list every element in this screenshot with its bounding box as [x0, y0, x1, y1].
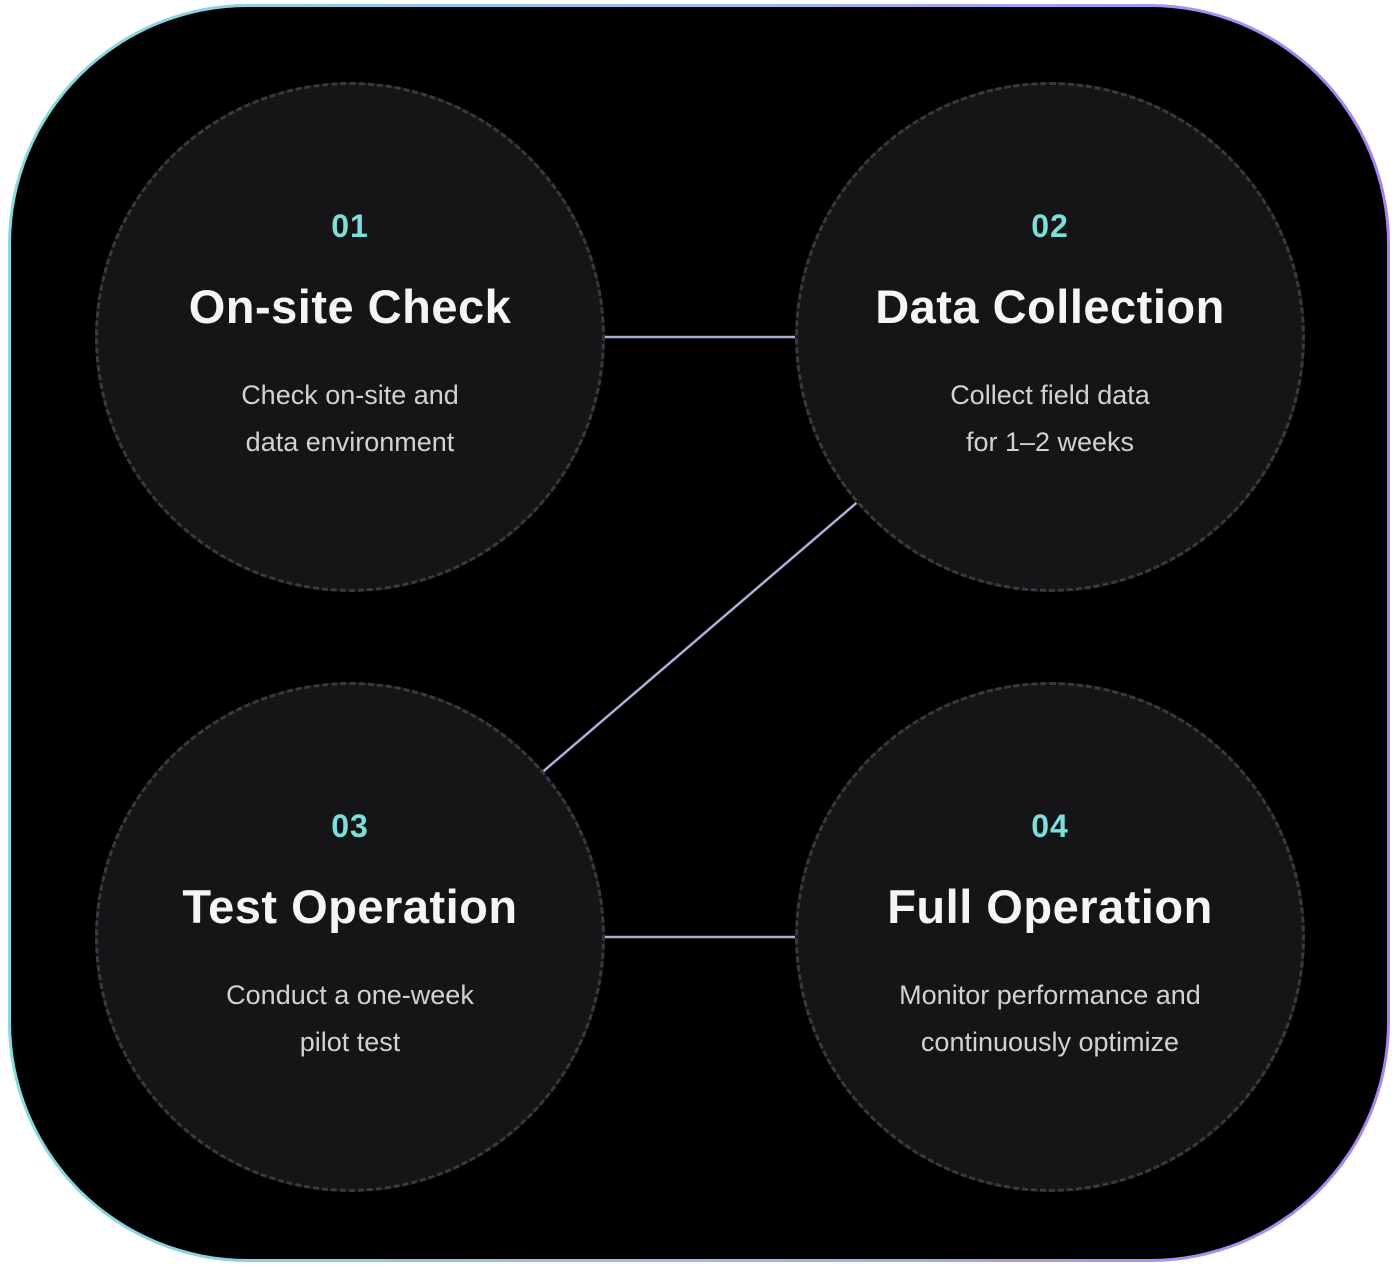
- step-description: Check on-site and data environment: [241, 379, 459, 457]
- step-number: 02: [1031, 207, 1069, 244]
- step-number: 03: [331, 807, 369, 844]
- step-title: On-site Check: [188, 279, 512, 333]
- step-circle-1: 01 On-site Check Check on-site and data …: [95, 82, 605, 592]
- step-circle-3: 03 Test Operation Conduct a one-week pil…: [95, 682, 605, 1192]
- step-description: Collect field data for 1–2 weeks: [950, 379, 1150, 457]
- step-number: 01: [331, 207, 369, 244]
- step-description: Monitor performance and continuously opt…: [899, 979, 1201, 1057]
- step-title: Data Collection: [875, 279, 1225, 333]
- step-number: 04: [1031, 807, 1069, 844]
- step-circle-4: 04 Full Operation Monitor performance an…: [795, 682, 1305, 1192]
- step-description: Conduct a one-week pilot test: [226, 979, 474, 1057]
- step-circle-2: 02 Data Collection Collect field data fo…: [795, 82, 1305, 592]
- step-title: Full Operation: [887, 879, 1213, 933]
- step-title: Test Operation: [182, 879, 518, 933]
